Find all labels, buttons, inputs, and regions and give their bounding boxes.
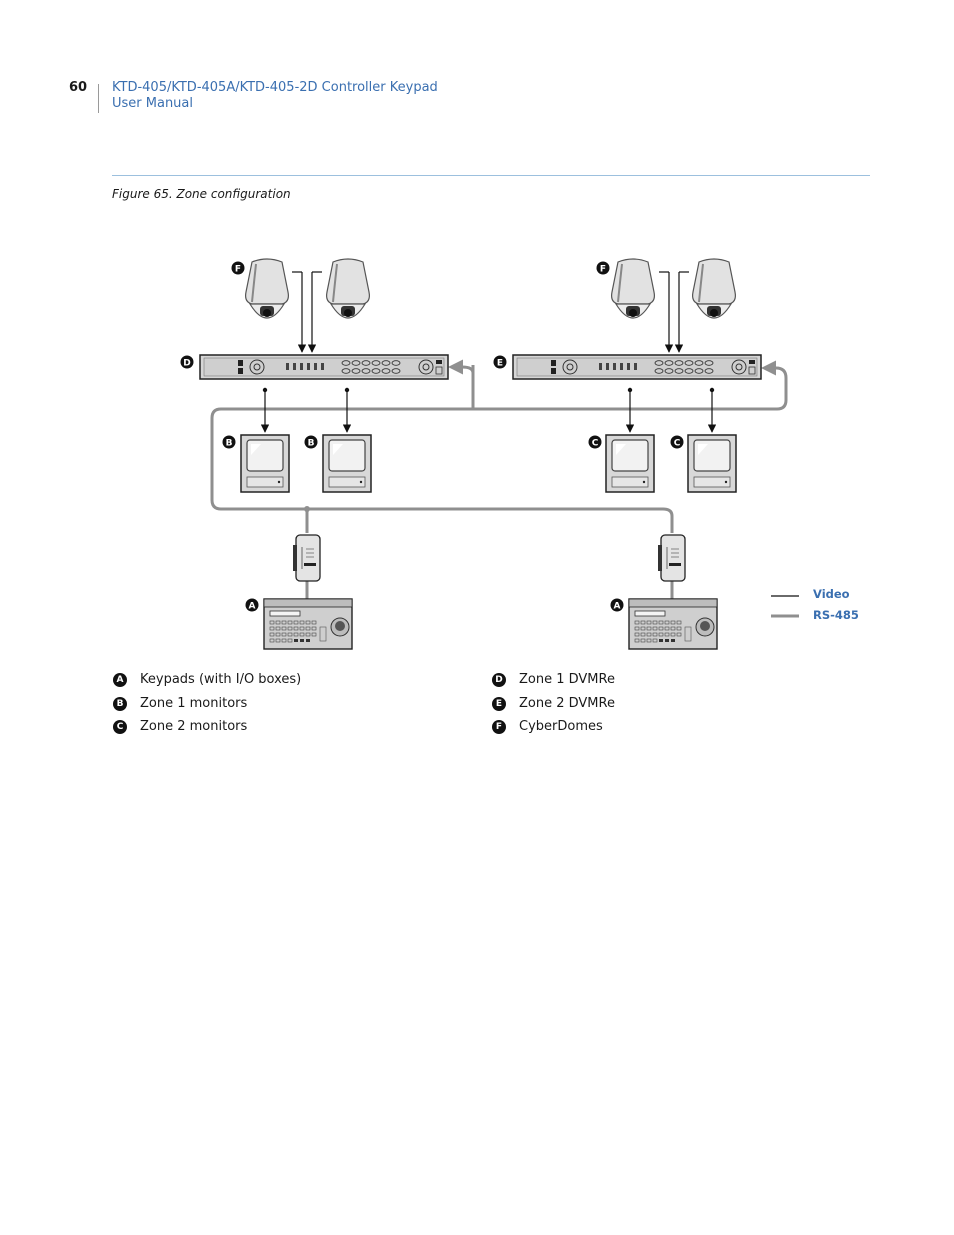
rs485-key-label: RS-485 (813, 608, 859, 622)
legend-label-a: Keypads (with I/O boxes) (140, 672, 302, 687)
legend-item-e: E Zone 2 DVMRe (492, 696, 615, 711)
callout-c-2: C (674, 439, 681, 449)
cyberdome-camera-2 (325, 258, 371, 319)
legend-item-f: F CyberDomes (492, 719, 603, 734)
cyberdome-camera-3 (610, 258, 656, 319)
callout-d: D (183, 359, 190, 369)
cyberdome-camera-1 (244, 258, 290, 319)
legend-item-a: A Keypads (with I/O boxes) (113, 672, 301, 687)
figure-caption: Figure 65. Zone configuration (112, 187, 291, 201)
legend-label-b: Zone 1 monitors (140, 696, 248, 711)
legend-badge-c: C (113, 719, 127, 734)
zone2-dvmre (512, 354, 762, 380)
legend-label-e: Zone 2 DVMRe (519, 696, 615, 711)
legend-item-c: C Zone 2 monitors (113, 719, 247, 734)
legend-label-c: Zone 2 monitors (140, 719, 248, 734)
header-rule (112, 175, 870, 176)
document-title: KTD-405/KTD-405A/KTD-405-2D Controller K… (112, 80, 438, 112)
legend-label-d: Zone 1 DVMRe (519, 672, 615, 687)
io-box-2 (657, 534, 686, 582)
page-number: 60 (69, 80, 88, 95)
cyberdome-camera-4 (691, 258, 737, 319)
zone1-monitor-1 (240, 434, 290, 493)
video-lines (260, 271, 717, 433)
legend-badge-d: D (492, 672, 506, 687)
callout-a-2: A (614, 602, 621, 612)
legend-badge-a: A (113, 672, 127, 687)
legend-label-f: CyberDomes (519, 719, 603, 734)
zone-configuration-diagram: F F D E B B C C A A (180, 258, 799, 650)
zone1-dvmre (199, 354, 449, 380)
diagram-callouts: F F D E B B C C A A (180, 261, 684, 612)
video-key-label: Video (813, 587, 850, 601)
document-title-line1: KTD-405/KTD-405A/KTD-405-2D Controller K… (112, 80, 438, 95)
zone1-monitor-2 (322, 434, 372, 493)
legend-badge-f: F (492, 719, 506, 734)
rs485-bus (210, 359, 788, 600)
callout-a-1: A (249, 602, 256, 612)
zone2-monitor-2 (687, 434, 737, 493)
callout-b-2: B (308, 439, 315, 449)
callout-b-1: B (226, 439, 233, 449)
zone2-monitor-1 (605, 434, 655, 493)
callout-f-right: F (600, 265, 606, 275)
keypad-2 (628, 598, 718, 650)
legend-badge-e: E (492, 696, 506, 711)
io-box-1 (292, 534, 321, 582)
legend-item-b: B Zone 1 monitors (113, 696, 247, 711)
legend-item-d: D Zone 1 DVMRe (492, 672, 615, 687)
callout-e: E (497, 359, 503, 369)
document-title-line2: User Manual (112, 96, 194, 111)
header-divider (98, 84, 99, 113)
legend-badge-b: B (113, 696, 127, 711)
callout-c-1: C (592, 439, 599, 449)
callout-f-left: F (235, 265, 241, 275)
keypad-1 (263, 598, 353, 650)
